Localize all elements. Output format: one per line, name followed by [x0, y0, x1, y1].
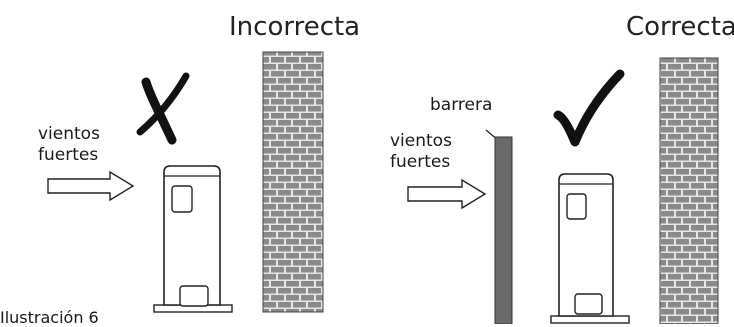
water-heater-left	[153, 165, 233, 313]
check-mark-icon	[553, 69, 625, 147]
barrier-label: barrera	[430, 95, 493, 115]
water-heater-right	[550, 173, 630, 324]
wind-arrow-left	[47, 170, 135, 202]
wind-label-right-line2: fuertes	[390, 152, 451, 172]
cross-mark-icon	[136, 72, 190, 145]
incorrect-panel	[47, 51, 324, 313]
correct-panel	[407, 57, 719, 324]
brick-wall-right	[659, 57, 719, 324]
wind-label-left-line1: vientos	[38, 124, 100, 144]
incorrect-title: Incorrecta	[229, 12, 361, 42]
figure-caption: Ilustración 6	[0, 308, 99, 327]
wind-arrow-right	[407, 178, 487, 210]
wind-label-right-line1: vientos	[390, 131, 452, 151]
correct-title: Correcta	[626, 12, 734, 42]
wind-label-left-line2: fuertes	[38, 145, 99, 165]
brick-wall-left	[262, 51, 324, 313]
barrier-panel	[494, 136, 513, 324]
